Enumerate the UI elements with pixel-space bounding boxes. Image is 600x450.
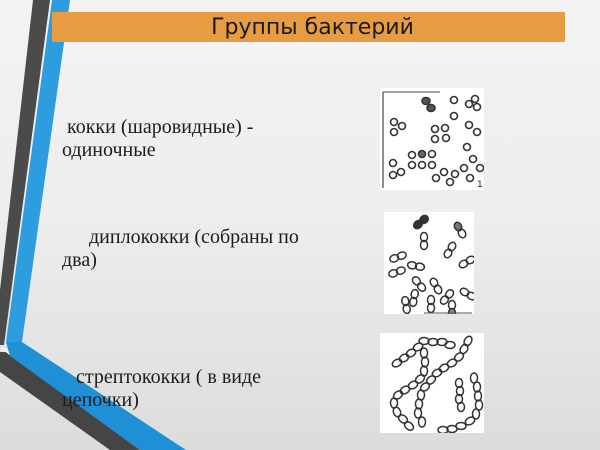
streptococci-chain-illustration [380, 333, 484, 433]
item-cocci-line1: кокки (шаровидные) - [67, 116, 254, 138]
item-streptococci-text: стрептококки ( в виде цепочки) [62, 366, 352, 412]
item-diplococci-line2: два) [62, 249, 97, 271]
item-cocci-text: кокки (шаровидные) - одиночные [62, 116, 352, 162]
diplococci-illustration [384, 212, 474, 314]
figure-label: 1 [477, 180, 483, 190]
item-diplococci-text: диплококки (собраны по два) [62, 226, 352, 272]
cocci-single-illustration: 1 [380, 88, 484, 190]
dark-stripe-vertical [0, 0, 50, 345]
slide-title: Группы бактерий [211, 14, 414, 40]
blue-stripe-vertical [6, 0, 70, 342]
item-diplococci-line1: диплококки (собраны по [89, 226, 299, 248]
title-bar: Группы бактерий [52, 12, 565, 42]
item-cocci-line2: одиночные [62, 139, 156, 161]
item-streptococci-line1: стрептококки ( в виде [76, 366, 262, 388]
item-streptococci-line2: цепочки) [62, 389, 139, 411]
blue-stripe-diagonal [6, 342, 186, 450]
